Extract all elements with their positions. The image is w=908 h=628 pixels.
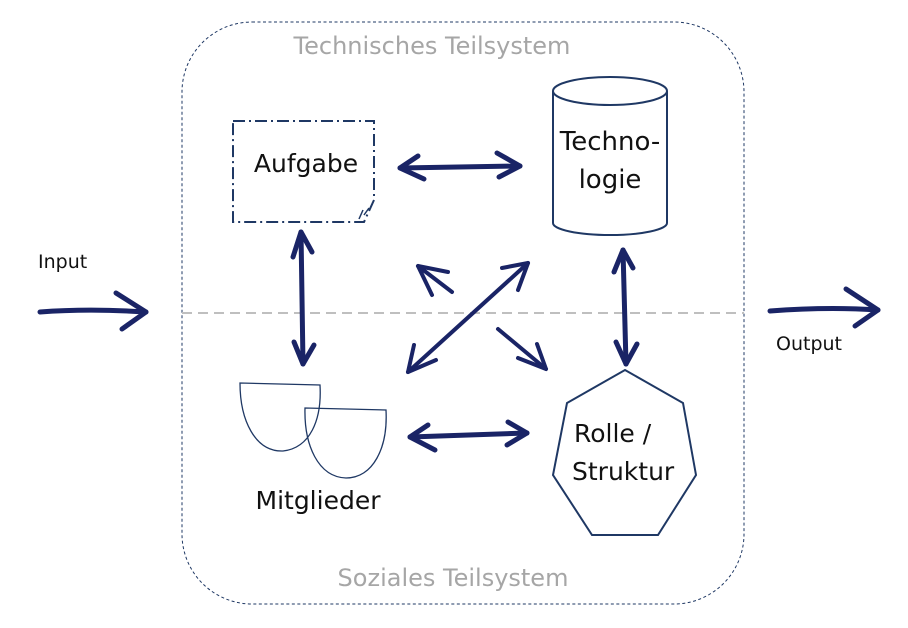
technology-cylinder-body [552, 91, 668, 236]
role-node: Rolle / Struktur [551, 368, 698, 536]
arrow-center-task [416, 264, 454, 297]
output-arrow [767, 286, 881, 329]
role-heptagon [551, 368, 698, 536]
technology-node: Techno- logie [552, 76, 668, 236]
arrow-center-role [496, 327, 548, 371]
role-label-line2: Struktur [572, 457, 675, 486]
task-label: Aufgabe [254, 149, 358, 178]
arrow-task-members [290, 229, 317, 367]
member-cup-2 [304, 407, 387, 479]
task-box-outline [232, 120, 375, 223]
members-label: Mitglieder [256, 486, 382, 515]
arrow-task-technology [397, 150, 523, 182]
output-label: Output [776, 333, 842, 355]
technology-label-line2: logie [579, 165, 642, 195]
technical-subsystem-label: Technisches Teilsystem [293, 32, 571, 60]
role-label-line1: Rolle / [574, 419, 652, 448]
task-node: Aufgabe [232, 120, 375, 223]
technology-cylinder-top [552, 76, 668, 106]
arrow-technology-role [611, 247, 640, 367]
members-node: Mitglieder [239, 382, 387, 515]
technology-label-line1: Techno- [559, 127, 660, 157]
task-box-fold [358, 207, 370, 220]
input-arrow [37, 290, 149, 332]
input-label: Input [38, 251, 87, 273]
arrow-members-role [407, 419, 530, 453]
arrow-members-technology [406, 261, 530, 374]
social-subsystem-label: Soziales Teilsystem [338, 564, 569, 592]
system-boundary [181, 21, 745, 605]
